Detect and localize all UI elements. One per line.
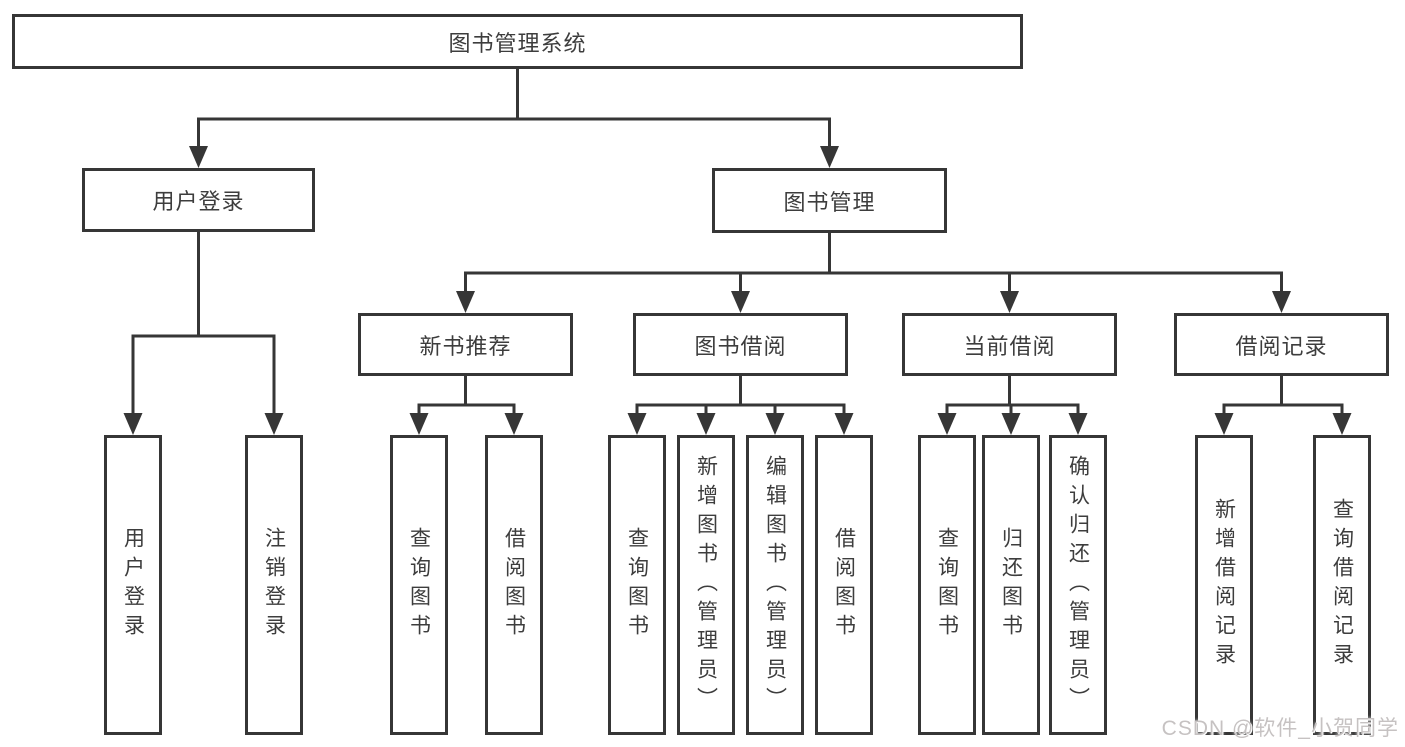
node-leaf-borrow-books: 借阅图书 bbox=[815, 435, 873, 735]
node-book-management: 图书管理 bbox=[712, 168, 947, 233]
node-leaf-query-books-current: 查询图书 bbox=[918, 435, 976, 735]
node-label: 查询图书 bbox=[407, 527, 431, 643]
node-label: 新书推荐 bbox=[419, 333, 512, 359]
node-borrow-records: 借阅记录 bbox=[1174, 313, 1389, 376]
node-leaf-query-books-borrow: 查询图书 bbox=[608, 435, 666, 735]
node-leaf-return-books: 归还图书 bbox=[982, 435, 1040, 735]
node-label: 新增图书（管理员） bbox=[694, 454, 718, 716]
node-label: 查询借阅记录 bbox=[1330, 498, 1354, 672]
node-label: 当前借阅 bbox=[963, 333, 1056, 359]
node-label: 用户登录 bbox=[152, 189, 245, 214]
node-book-borrow: 图书借阅 bbox=[633, 313, 848, 376]
node-current-borrow: 当前借阅 bbox=[902, 313, 1117, 376]
node-label: 注销登录 bbox=[262, 527, 286, 643]
node-system-root: 图书管理系统 bbox=[12, 14, 1023, 69]
node-label: 图书借阅 bbox=[694, 333, 787, 359]
node-leaf-user-login: 用户登录 bbox=[104, 435, 162, 735]
node-user-login: 用户登录 bbox=[82, 168, 315, 232]
node-leaf-borrow-books-recommend: 借阅图书 bbox=[485, 435, 543, 735]
node-new-book-recommend: 新书推荐 bbox=[358, 313, 573, 376]
node-label: 图书管理系统 bbox=[448, 30, 587, 56]
node-leaf-add-books-admin: 新增图书（管理员） bbox=[677, 435, 735, 735]
node-leaf-query-books-recommend: 查询图书 bbox=[390, 435, 448, 735]
node-label: 借阅图书 bbox=[502, 527, 526, 643]
node-label: 图书管理 bbox=[783, 189, 876, 215]
node-label: 借阅图书 bbox=[832, 527, 856, 643]
node-leaf-edit-books-admin: 编辑图书（管理员） bbox=[746, 435, 804, 735]
node-label: 编辑图书（管理员） bbox=[763, 454, 787, 716]
node-leaf-add-borrow-record: 新增借阅记录 bbox=[1195, 435, 1253, 735]
node-label: 借阅记录 bbox=[1235, 333, 1328, 359]
node-label: 查询图书 bbox=[625, 527, 649, 643]
node-label: 查询图书 bbox=[935, 527, 959, 643]
node-leaf-query-borrow-record: 查询借阅记录 bbox=[1313, 435, 1371, 735]
node-label: 用户登录 bbox=[121, 527, 145, 643]
node-label: 确认归还（管理员） bbox=[1066, 454, 1090, 716]
node-label: 新增借阅记录 bbox=[1212, 498, 1236, 672]
node-label: 归还图书 bbox=[999, 527, 1023, 643]
node-leaf-confirm-return-admin: 确认归还（管理员） bbox=[1049, 435, 1107, 735]
node-leaf-logout: 注销登录 bbox=[245, 435, 303, 735]
